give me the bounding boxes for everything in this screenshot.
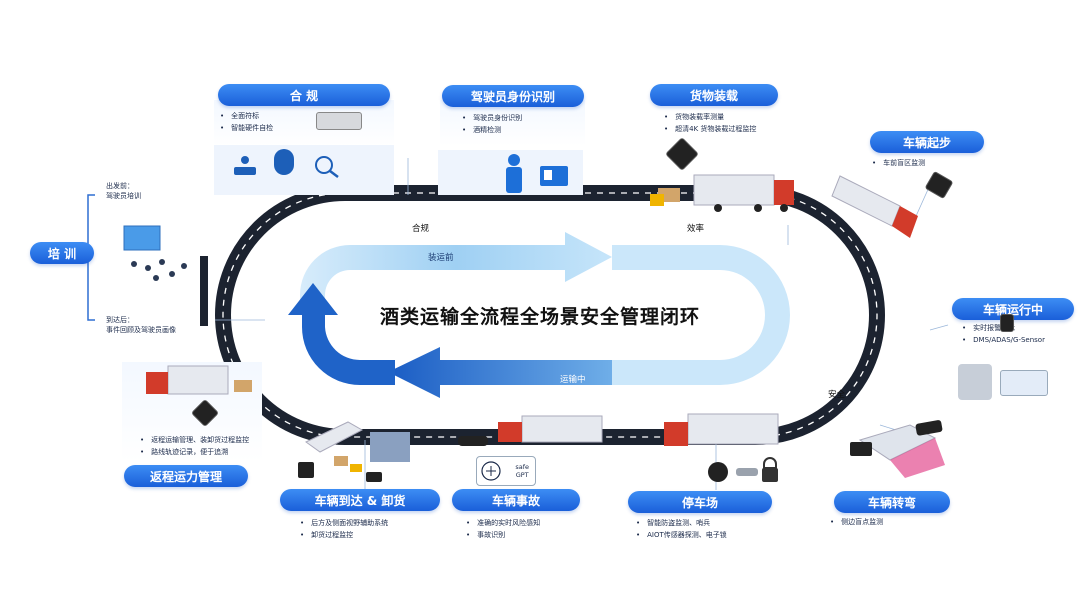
arrow-after bbox=[288, 283, 395, 385]
compliance-icons bbox=[234, 149, 339, 178]
driver-id-icons-panel bbox=[438, 150, 583, 195]
diagram-title: 酒类运输全流程全场景安全管理闭环 bbox=[379, 306, 700, 328]
turning-title: 车辆转弯 bbox=[834, 491, 950, 513]
running-list: 实时报警警示 DMS/ADAS/G-Sensor bbox=[962, 322, 1045, 346]
arrival-truck-image bbox=[298, 421, 410, 482]
parking-title: 停车场 bbox=[628, 491, 772, 513]
running-dms-icon bbox=[1000, 314, 1014, 332]
running-title: 车辆运行中 bbox=[952, 298, 1074, 320]
dvr-device-icon bbox=[316, 112, 362, 130]
training-before: 出发前： 驾驶员培训 bbox=[106, 182, 141, 200]
loading-title: 货物装载 bbox=[650, 84, 778, 106]
arrow-before bbox=[300, 232, 612, 300]
loop-label-before: 装运前 bbox=[428, 253, 454, 263]
return-title: 返程运力管理 bbox=[124, 465, 248, 487]
arrow-during bbox=[388, 347, 612, 398]
loading-list: 货物装载率测量 超清4K 货物装载过程监控 bbox=[664, 111, 756, 135]
compliance-title: 合 规 bbox=[218, 84, 390, 106]
arrow-right-sweep bbox=[612, 245, 790, 385]
driver-id-list: 驾驶员身份识别 酒精检测 bbox=[462, 112, 522, 136]
driver-person-icon bbox=[506, 154, 568, 193]
loop-label-during: 运输中 bbox=[560, 375, 586, 385]
return-list: 返程运输管理、装卸货过程监控 路线轨迹记录，便于追溯 bbox=[140, 434, 249, 458]
road-label-safety: 安全 bbox=[828, 390, 846, 400]
return-truck-image bbox=[146, 365, 252, 395]
turning-list: 侧边盲点监测 bbox=[830, 516, 883, 528]
start-list: 车前盲区监测 bbox=[872, 157, 925, 169]
parking-truck-image bbox=[664, 413, 779, 482]
accident-truck-image bbox=[458, 415, 603, 446]
road-label-efficiency: 效率 bbox=[687, 224, 705, 234]
driver-id-title: 驾驶员身份识别 bbox=[442, 85, 584, 107]
turning-truck-image bbox=[850, 420, 945, 478]
driver-photo bbox=[958, 364, 992, 400]
compliance-list: 全面符标 智能硬件自检 bbox=[220, 110, 273, 134]
compliance-icons-panel bbox=[214, 145, 394, 195]
arrival-title: 车辆到达 & 卸货 bbox=[280, 489, 440, 511]
accident-title: 车辆事故 bbox=[452, 489, 580, 511]
start-truck-image bbox=[831, 175, 918, 238]
arrival-list: 后方及侧面视野辅助系统 卸货过程监控 bbox=[300, 517, 388, 541]
brain-icon bbox=[481, 461, 501, 481]
start-title: 车辆起步 bbox=[870, 131, 984, 153]
training-after: 到达后： 事件回顾及驾驶员画像 bbox=[106, 316, 176, 334]
accident-list: 准确的实时风险感知 事故识别 bbox=[466, 517, 540, 541]
parking-list: 智能防盗监测、哨兵 AIOT传感器探测、电子锁 bbox=[636, 517, 727, 541]
training-classroom-image bbox=[123, 225, 187, 281]
road-label-compliance: 合规 bbox=[412, 224, 430, 234]
training-title: 培 训 bbox=[30, 242, 94, 264]
loading-truck-image bbox=[650, 174, 794, 212]
running-device-image bbox=[1000, 370, 1048, 396]
